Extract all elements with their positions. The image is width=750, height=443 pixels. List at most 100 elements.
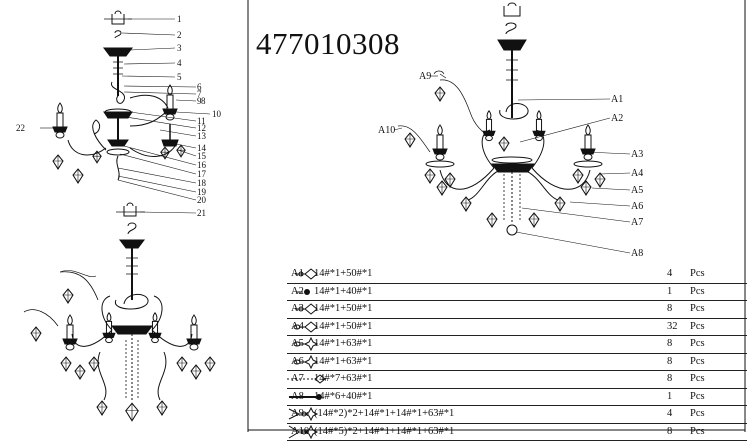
part-code: A9 [291, 408, 304, 419]
callout-a1: A1 [611, 94, 623, 105]
callout-15: 15 [197, 151, 207, 161]
part-qty: 4 [667, 268, 673, 279]
callout-a10: A10 [378, 125, 395, 136]
callout-1: 1 [177, 14, 182, 24]
part-spec: 14#*1+50#*1 [314, 303, 373, 314]
part-unit: Pcs [690, 285, 705, 297]
callout-13: 13 [197, 131, 207, 141]
part-spec: 14#*1+50#*1 [314, 268, 373, 279]
callout-17: 17 [197, 169, 207, 179]
callout-a6: A6 [631, 201, 643, 212]
part-unit: Pcs [690, 373, 705, 384]
part-spec: 14#*1+50#*1 [314, 320, 373, 332]
parts-row: A7 14#*7+63#*1 8 Pcs [287, 371, 747, 389]
parts-table: A1 14#*1+50#*1 4 Pcs A2 14#*1+40#*1 1 Pc… [287, 266, 747, 441]
part-code: A10 [291, 425, 310, 437]
part-spec: 14#*1+63#*1 [314, 355, 373, 367]
callout-a9: A9 [419, 71, 431, 82]
crystal-star-icon [293, 354, 319, 369]
parts-row: A8 14#*6+40#*1 1 Pcs [287, 389, 747, 406]
part-qty: 1 [667, 390, 673, 402]
model-number: 477010308 [256, 26, 400, 61]
part-code: A4 [291, 320, 304, 332]
callout-7: 7 [197, 89, 202, 99]
parts-row: A4 14#*1+50#*1 32 Pcs [287, 319, 747, 336]
callout-9: 9 [197, 96, 202, 106]
callout-12: 12 [197, 123, 206, 133]
bead-chain-icon [287, 374, 326, 384]
frame [248, 0, 745, 432]
callout-14: 14 [197, 143, 207, 153]
callout-a8: A8 [631, 248, 643, 259]
callout-18: 18 [197, 178, 207, 188]
callout-numbers-right: A1 A2 A3 A4 A5 A6 A7 A8 A9 A10 [378, 71, 643, 259]
part-code: A6 [291, 355, 304, 367]
callout-16: 16 [197, 160, 207, 170]
part-unit: Pcs [690, 303, 705, 314]
rod-ball-icon [289, 393, 322, 400]
callout-a5: A5 [631, 185, 643, 196]
part-unit: Pcs [690, 268, 705, 279]
fork-chain-icon [288, 406, 319, 422]
part-unit: Pcs [690, 355, 705, 367]
callout-20: 20 [197, 195, 207, 205]
part-unit: Pcs [690, 390, 705, 402]
parts-row: A10 (14#*5)*2+14#*1+14#*1+63#*1 8 Pcs [287, 424, 747, 441]
callout-5: 5 [177, 72, 182, 82]
callout-21: 21 [197, 208, 206, 218]
part-unit: Pcs [690, 320, 705, 332]
part-spec: 14#*6+40#*1 [314, 390, 373, 402]
callout-8: 8 [201, 96, 206, 106]
callout-3: 3 [177, 43, 182, 53]
parts-row: A5 14#*1+63#*1 8 Pcs [287, 336, 747, 354]
crystal-drop-icon [295, 268, 318, 280]
callout-11: 11 [197, 116, 206, 126]
crystal-drop-icon [295, 303, 318, 315]
part-unit: Pcs [690, 408, 705, 419]
part-code: A5 [291, 338, 304, 349]
parts-row: A1 14#*1+50#*1 4 Pcs [287, 266, 747, 284]
callout-a2: A2 [611, 113, 623, 124]
part-code: A3 [291, 303, 304, 314]
part-code: A8 [291, 390, 304, 402]
parts-row: A9 (14#*2)*2+14#*1+14#*1+63#*1 4 Pcs [287, 406, 747, 424]
part-spec: (14#*5)*2+14#*1+14#*1+63#*1 [314, 425, 455, 437]
part-code: A2 [291, 285, 304, 297]
parts-row: A6 14#*1+63#*1 8 Pcs [287, 354, 747, 371]
part-spec: 14#*7+63#*1 [314, 373, 373, 384]
part-qty: 1 [667, 285, 673, 297]
part-qty: 8 [667, 425, 673, 437]
callout-6: 6 [197, 82, 202, 92]
part-unit: Pcs [690, 338, 705, 349]
assembly-drawing: 1 2 3 4 5 6 7 8 9 10 11 12 13 14 15 16 1… [16, 0, 750, 432]
part-spec: 14#*1+40#*1 [314, 285, 373, 297]
part-unit: Pcs [690, 425, 705, 437]
callout-4: 4 [177, 58, 182, 68]
callout-22: 22 [16, 123, 25, 133]
part-qty: 8 [667, 338, 673, 349]
callout-19: 19 [197, 187, 207, 197]
callout-a3: A3 [631, 149, 643, 160]
part-spec: 14#*1+63#*1 [314, 338, 373, 349]
parts-row: A2 14#*1+40#*1 1 Pcs [287, 284, 747, 301]
parts-row: A3 14#*1+50#*1 8 Pcs [287, 301, 747, 319]
callout-a7: A7 [631, 217, 643, 228]
callout-10: 10 [212, 109, 222, 119]
part-qty: 32 [667, 320, 678, 332]
callout-numbers-left: 1 2 3 4 5 6 7 8 9 10 11 12 13 14 15 16 1… [16, 14, 222, 218]
crystal-star-icon [293, 336, 319, 352]
part-qty: 8 [667, 303, 673, 314]
part-qty: 8 [667, 355, 673, 367]
part-qty: 4 [667, 408, 673, 419]
exploded-view [52, 11, 186, 216]
crystal-ball-icon [297, 288, 310, 295]
part-qty: 8 [667, 373, 673, 384]
callout-leaders-right [394, 76, 630, 253]
assembled-view [24, 223, 216, 422]
callout-leaders-left [40, 19, 210, 213]
part-code: A1 [291, 268, 304, 279]
part-code: A7 [291, 373, 304, 384]
crystal-drop-icon [293, 320, 318, 333]
callout-2: 2 [177, 30, 182, 40]
callout-a4: A4 [631, 168, 643, 179]
